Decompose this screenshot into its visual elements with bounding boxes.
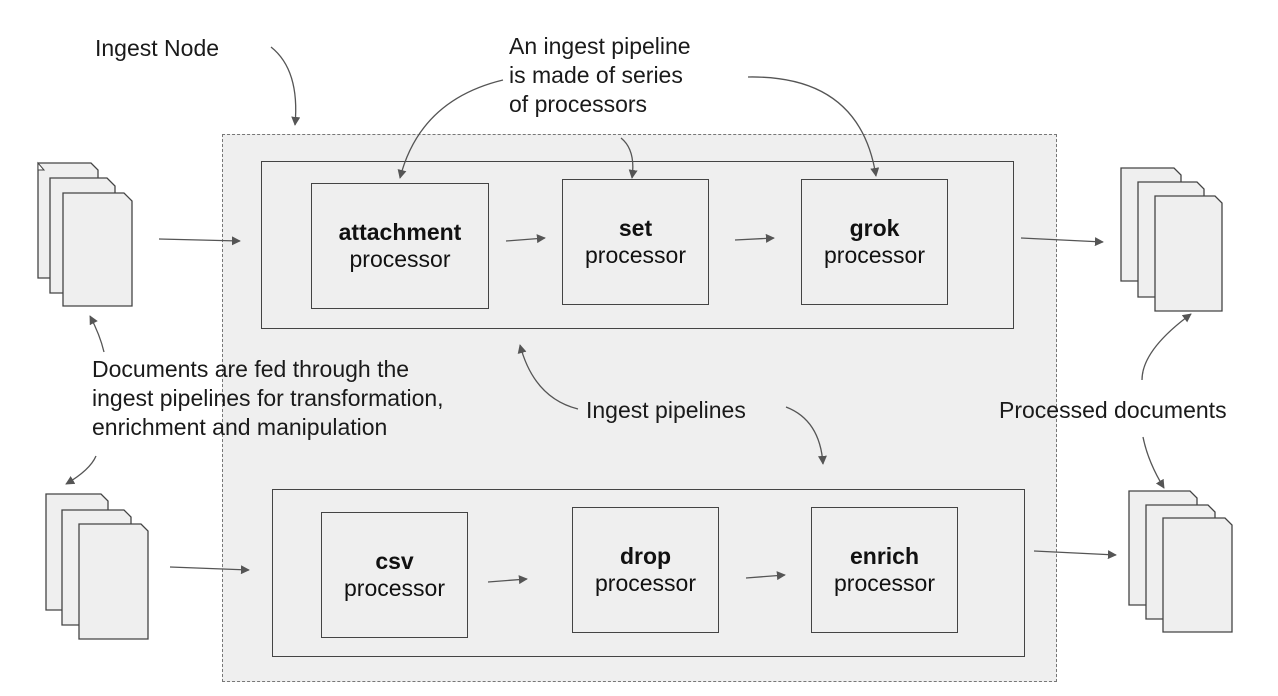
processor-name: set: [618, 215, 653, 241]
documents-note-line-1: Documents are fed through the: [92, 356, 410, 382]
document-stack-input-bottom: [45, 493, 149, 640]
processor-enrich: enrich processor: [811, 507, 958, 633]
processor-csv: csv processor: [321, 512, 468, 638]
annotation-arrow-to-output-top: [1141, 313, 1192, 381]
arrow-drop-to-enrich: [745, 571, 786, 581]
pipeline-note-line-1: An ingest pipeline: [509, 33, 691, 59]
annotation-arrow-to-set: [620, 137, 638, 179]
documents-note-line-3: enrichment and manipulation: [92, 414, 388, 440]
arrow-input-bottom: [169, 565, 250, 575]
processor-attachment: attachment processor: [311, 183, 489, 309]
pipeline-note-line-3: of processors: [509, 91, 648, 117]
documents-note: Documents are fed through the ingest pip…: [92, 355, 444, 442]
annotation-arrow-to-pipeline-top: [517, 344, 579, 410]
document-stack-output-bottom: [1128, 490, 1233, 633]
processor-set: set processor: [562, 179, 709, 305]
annotation-arrow-to-grok: [747, 76, 880, 177]
arrow-set-to-grok: [734, 233, 775, 243]
processor-drop: drop processor: [572, 507, 719, 633]
processor-type: processor: [585, 242, 686, 268]
ingest-pipelines-label: Ingest pipelines: [586, 397, 746, 423]
ingest-node-label: Ingest Node: [95, 35, 220, 61]
annotation-arrow-to-pipeline-bottom: [785, 406, 827, 465]
arrow-csv-to-drop: [487, 575, 528, 585]
processor-name: drop: [619, 543, 672, 569]
document-stack-output-top: [1120, 167, 1223, 312]
annotation-arrow-to-attachment: [397, 79, 504, 179]
processor-type: processor: [349, 246, 451, 272]
documents-note-line-2: ingest pipelines for transformation,: [92, 385, 444, 411]
processed-documents-label: Processed documents: [999, 397, 1227, 423]
document-stack-input-top: [37, 161, 133, 307]
arrow-output-top: [1020, 237, 1104, 247]
arrow-attachment-to-set: [505, 234, 546, 244]
processor-type: processor: [824, 242, 925, 268]
processor-type: processor: [834, 570, 935, 596]
pipeline-note: An ingest pipeline is made of series of …: [509, 32, 691, 119]
pipeline-note-line-2: is made of series: [509, 62, 683, 88]
processor-name: csv: [375, 548, 414, 574]
processor-grok: grok processor: [801, 179, 948, 305]
annotation-arrow-to-output-bottom: [1142, 436, 1165, 489]
processor-type: processor: [344, 575, 445, 601]
processor-name: enrich: [849, 543, 920, 569]
processor-name: grok: [849, 215, 900, 241]
annotation-arrow-to-input-top: [89, 315, 105, 353]
annotation-arrow-to-input-bottom: [65, 455, 97, 485]
arrow-input-top: [158, 236, 241, 246]
processor-name: attachment: [338, 219, 462, 245]
arrow-output-bottom: [1033, 550, 1117, 560]
annotation-arrow-ingest-node: [270, 46, 301, 126]
processor-type: processor: [595, 570, 696, 596]
